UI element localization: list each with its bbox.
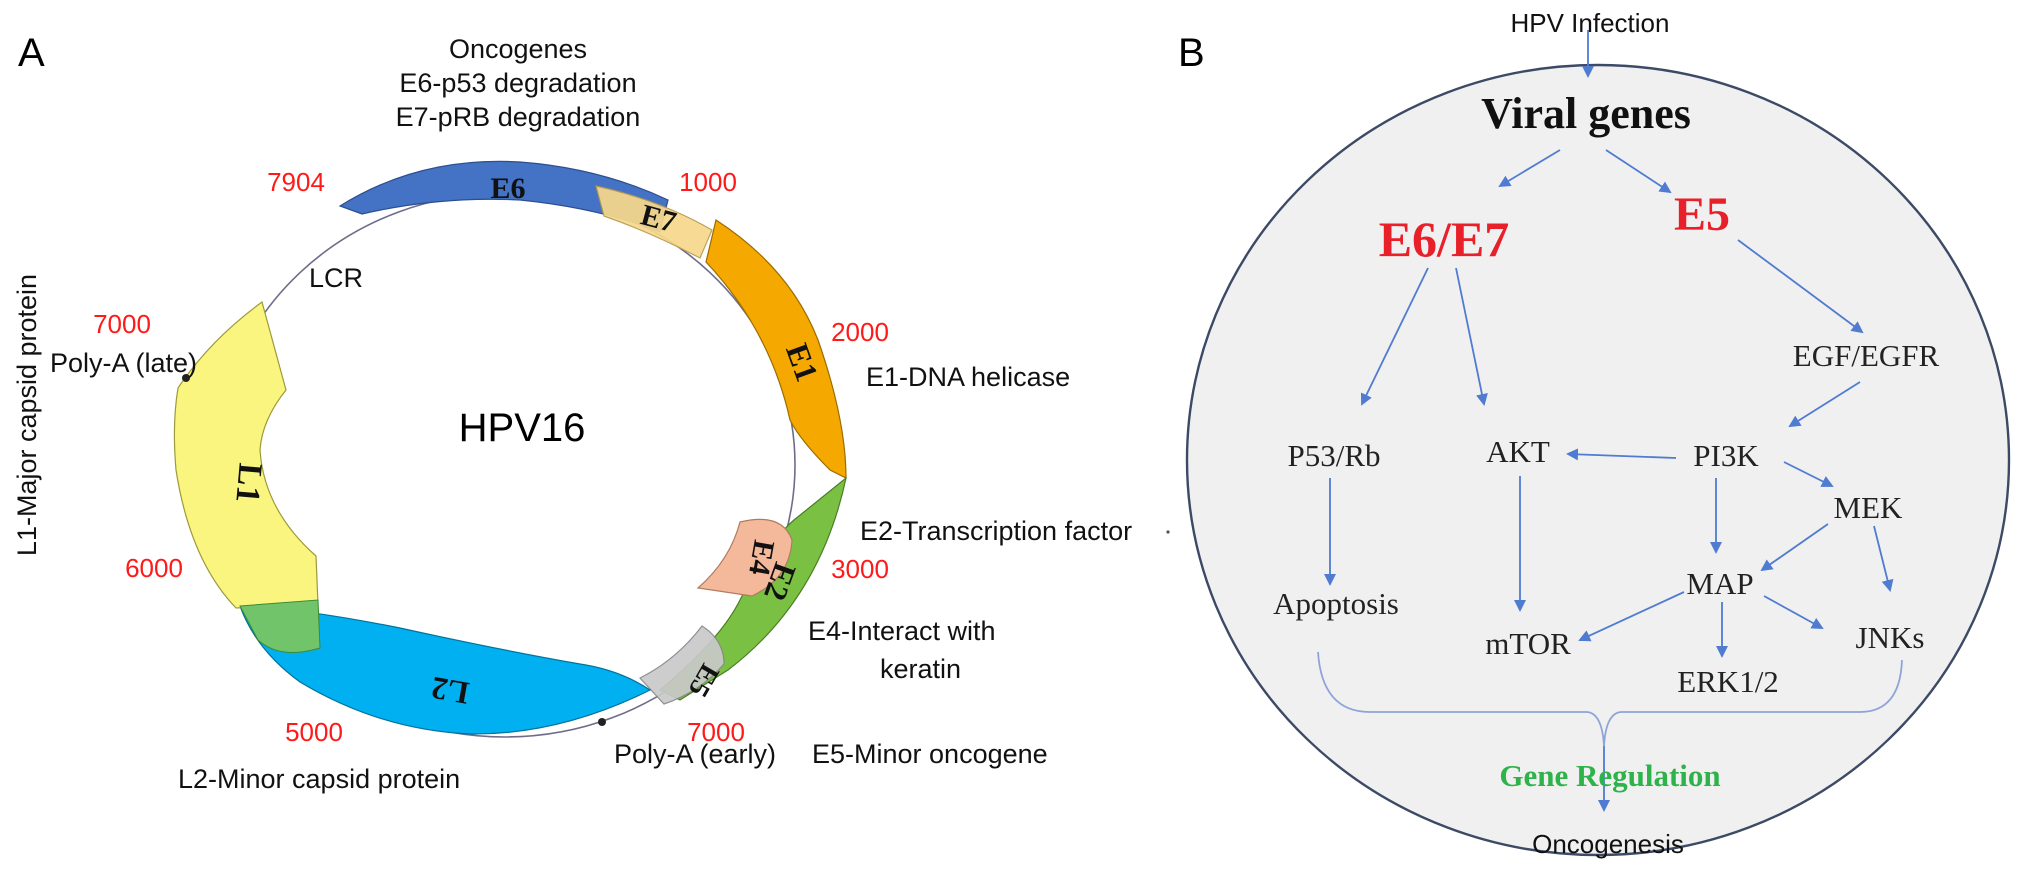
e4-description-line1: E4-Interact with [808, 616, 996, 646]
polya-late-label: Poly-A (late) [50, 348, 197, 378]
e1-description: E1-DNA helicase [866, 362, 1070, 392]
genome-title: HPV16 [459, 406, 586, 450]
gene-l1-segment [173, 301, 319, 609]
node-erk: ERK1/2 [1677, 664, 1779, 699]
position-5000: 5000 [285, 717, 343, 747]
node-mek: MEK [1834, 490, 1904, 525]
e7-function-label: E7-pRB degradation [396, 102, 641, 132]
arrow-pi3k-to-akt [1566, 448, 1677, 461]
node-map: MAP [1686, 566, 1753, 601]
arrow-mek-to-jnks [1873, 525, 1894, 592]
stray-dot [1166, 530, 1170, 534]
node-viral-genes: Viral genes [1481, 89, 1691, 138]
position-7000-late: 7000 [93, 309, 151, 339]
lcr-label: LCR [309, 263, 363, 293]
panel-a-label: A [18, 31, 45, 75]
node-mtor: mTOR [1485, 626, 1571, 661]
node-oncogenesis: Oncogenesis [1532, 829, 1684, 859]
node-e5: E5 [1674, 188, 1730, 241]
node-jnks: JNKs [1856, 620, 1925, 655]
node-akt: AKT [1486, 434, 1550, 469]
gene-l2-segment [239, 605, 652, 735]
gene-e4-segment [696, 518, 793, 597]
arrow-map-to-jnks [1763, 595, 1824, 629]
arrow-e6e7-to-akt [1455, 267, 1488, 406]
gene-e5-segment [639, 625, 725, 705]
e4-description-line2: keratin [880, 654, 961, 684]
gene-e4-label: E4 [742, 538, 781, 578]
position-3000: 3000 [831, 554, 889, 584]
polya-early-marker [598, 718, 606, 726]
position-2000: 2000 [831, 317, 889, 347]
node-p53-rb: P53/Rb [1287, 438, 1380, 473]
oncogenes-heading: Oncogenes [449, 34, 587, 64]
polya-late-marker [182, 374, 190, 382]
arrow-genes-to-e6e7 [1498, 149, 1561, 188]
arrow-mek-to-map [1760, 523, 1829, 572]
position-6000: 6000 [125, 553, 183, 583]
arrow-pi3k-to-mek [1783, 461, 1834, 487]
e6-function-label: E6-p53 degradation [399, 68, 636, 98]
position-1000: 1000 [679, 167, 737, 197]
e5-description: E5-Minor oncogene [812, 739, 1048, 769]
position-7904: 7904 [267, 167, 325, 197]
position-7000-early: 7000 [687, 717, 745, 747]
node-hpv-infection: HPV Infection [1511, 8, 1670, 38]
arrow-map-to-mtor [1578, 591, 1685, 642]
l1-description: L1-Major capsid protein [12, 274, 42, 556]
pathway-arrows [1324, 30, 1894, 812]
cell-ellipse [1185, 63, 2011, 857]
gene-l1-l2-overlap [239, 599, 321, 653]
gene-e1-segment [705, 219, 847, 479]
panel-b-label: B [1178, 31, 1205, 75]
panel-a: A E6 E7 E1 E2 E4 E5 L2 L1 HPV16 [12, 31, 1170, 794]
node-egf-egfr: EGF/EGFR [1793, 338, 1940, 373]
node-e6-e7: E6/E7 [1379, 211, 1510, 267]
arrow-egf-to-pi3k [1788, 381, 1861, 428]
arrow-e6e7-to-p53 [1360, 267, 1429, 406]
polya-early-label: Poly-A (early) [614, 739, 776, 769]
node-pi3k: PI3K [1693, 438, 1759, 473]
convergence-bracket [1317, 651, 1903, 747]
node-apoptosis: Apoptosis [1273, 586, 1399, 621]
gene-e7-segment [595, 185, 713, 259]
node-gene-regulation: Gene Regulation [1499, 758, 1720, 793]
e2-description: E2-Transcription factor [860, 516, 1132, 546]
arrow-e5-to-egf [1737, 239, 1864, 334]
gene-e6-label: E6 [490, 172, 525, 205]
gene-l2-label: L2 [429, 670, 472, 712]
gene-l1-label: L1 [228, 462, 268, 505]
arrow-genes-to-e5 [1605, 149, 1672, 194]
l2-description: L2-Minor capsid protein [178, 764, 460, 794]
panel-b: B HPV Infection Viral genes [1178, 8, 2011, 859]
